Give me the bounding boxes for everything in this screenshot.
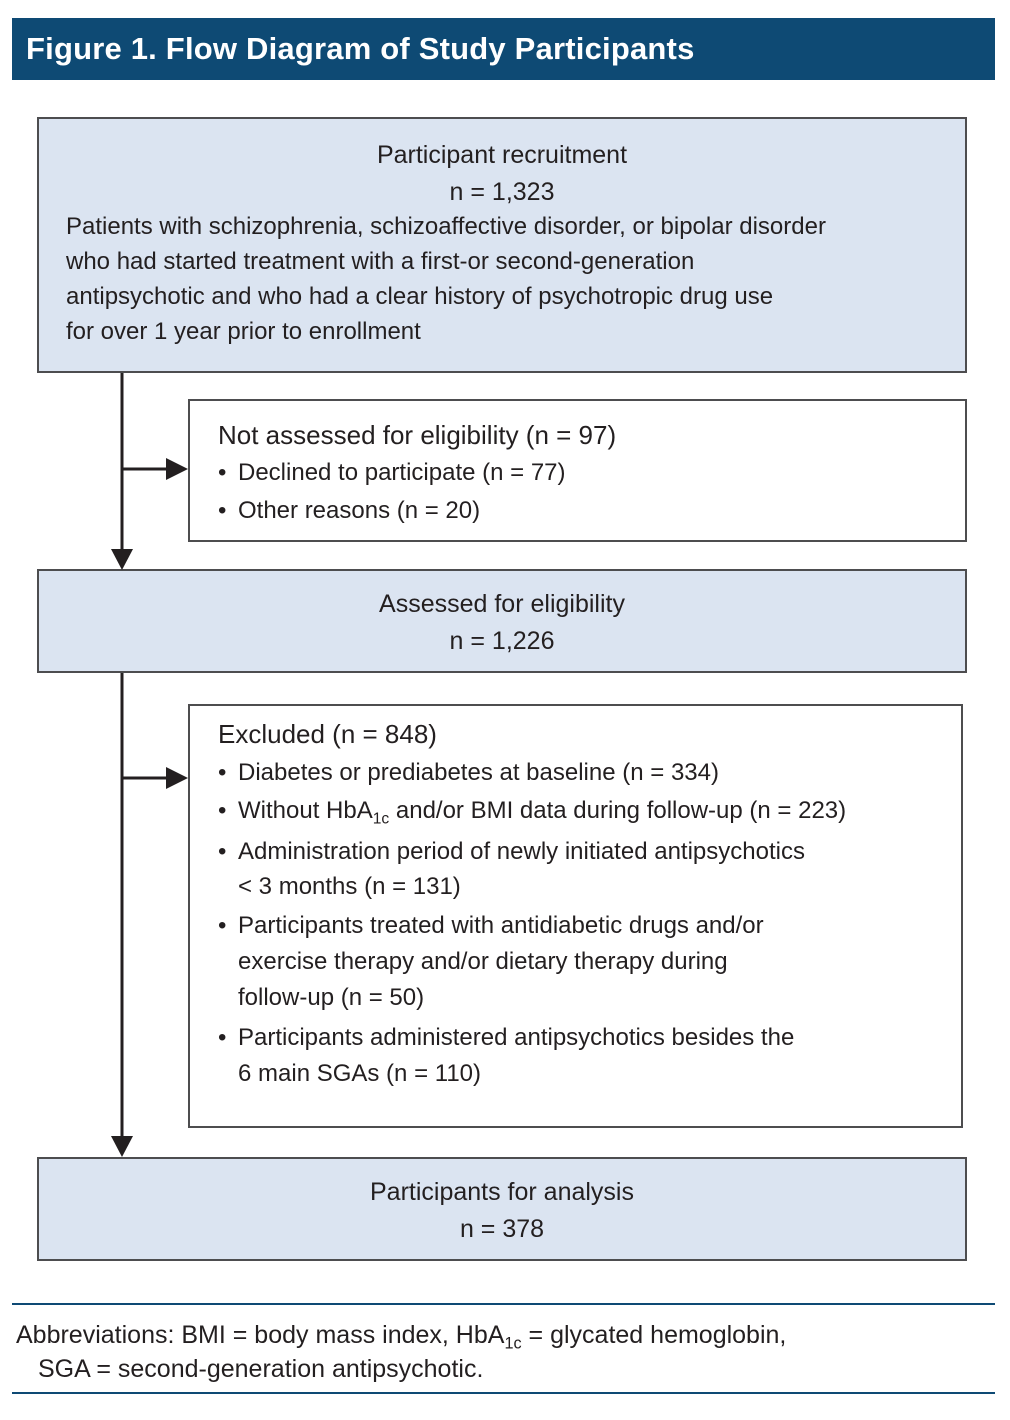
excluded-box: Excluded (n = 848) • Diabetes or prediabe… <box>188 704 963 1128</box>
footnote-text: Abbreviations: BMI = body mass index, Hb… <box>16 1321 505 1349</box>
excluded-item: • Participants administered antipsychotic… <box>218 1020 961 1092</box>
bullet-mark: • <box>218 912 227 939</box>
footnote-text: = glycated hemoglobin, <box>521 1321 787 1349</box>
not-assessed-item-text: Other reasons (n = 20) <box>238 497 481 524</box>
excluded-item-text: Administration period of newly initiated… <box>238 838 805 865</box>
excluded-item-text: Without HbA <box>238 797 373 824</box>
excluded-item: • Without HbA1c and/or BMI data during fo… <box>218 792 961 830</box>
footnote-line: Abbreviations: BMI = body mass index, Hb… <box>16 1318 991 1352</box>
excluded-item: • Diabetes or prediabetes at baseline (n … <box>218 754 961 792</box>
analysis-heading: Participants for analysis <box>369 1178 634 1206</box>
analysis-box: Participants for analysis n = 378 <box>37 1157 967 1261</box>
not-assessed-item: • Other reasons (n = 20) <box>218 492 965 530</box>
excluded-item-text: 6 main SGAs (n = 110) <box>238 1060 481 1087</box>
side-arrow-head-2 <box>166 767 188 789</box>
bullet-mark: • <box>218 459 227 486</box>
bullet-mark: • <box>218 497 227 524</box>
footnote: Abbreviations: BMI = body mass index, Hb… <box>16 1318 991 1386</box>
excluded-heading: Excluded (n = 848) <box>218 719 437 749</box>
excluded-item-text: < 3 months (n = 131) <box>238 873 461 900</box>
subscript-text: 1c <box>372 810 390 828</box>
excluded-item-text: follow-up (n = 50) <box>238 984 425 1011</box>
excluded-item-text: Participants administered antipsychotics… <box>238 1024 795 1051</box>
footnote-top-rule <box>12 1303 995 1305</box>
not-assessed-item-text: Declined to participate (n = 77) <box>238 459 566 486</box>
recruitment-box: Participant recruitment n = 1,323 Patien… <box>37 117 967 373</box>
assessed-box: Assessed for eligibility n = 1,226 <box>37 569 967 673</box>
figure-title: Figure 1. Flow Diagram of Study Particip… <box>12 18 995 80</box>
excluded-item-text: Diabetes or prediabetes at baseline (n =… <box>238 759 719 786</box>
bullet-mark: • <box>218 797 227 824</box>
excluded-item: • Administration period of newly initiate… <box>218 834 961 904</box>
recruitment-description-line: for over 1 year prior to enrollment <box>66 318 421 345</box>
main-arrow-head-2 <box>111 1136 133 1157</box>
recruitment-description-line: who had started treatment with a first-o… <box>66 248 695 275</box>
footnote-bottom-rule <box>12 1392 995 1394</box>
main-arrow-head-1 <box>111 549 133 570</box>
excluded-item-text: and/or BMI data during follow-up (n = 22… <box>389 797 847 824</box>
subscript-text: 1c <box>504 1334 522 1353</box>
recruitment-description-line: Patients with schizophrenia, schizoaffec… <box>66 213 826 240</box>
not-assessed-item: • Declined to participate (n = 77) <box>218 454 965 492</box>
excluded-item-text: exercise therapy and/or dietary therapy … <box>238 948 728 975</box>
recruitment-heading: Participant recruitment <box>376 141 628 169</box>
not-assessed-box: Not assessed for eligibility (n = 97) • D… <box>188 399 967 542</box>
side-arrow-head-1 <box>166 458 188 480</box>
assessed-heading: Assessed for eligibility <box>379 590 625 618</box>
assessed-count: n = 1,226 <box>449 627 555 655</box>
bullet-mark: • <box>218 1024 227 1051</box>
recruitment-count: n = 1,323 <box>449 178 555 206</box>
excluded-item-text: Participants treated with antidiabetic d… <box>238 912 764 939</box>
excluded-item: • Participants treated with antidiabetic … <box>218 908 961 1016</box>
bullet-mark: • <box>218 838 227 865</box>
not-assessed-heading: Not assessed for eligibility (n = 97) <box>218 420 617 450</box>
bullet-mark: • <box>218 759 227 786</box>
footnote-line: SGA = second-generation antipsychotic. <box>38 1355 484 1383</box>
analysis-count: n = 378 <box>459 1215 545 1243</box>
recruitment-description-line: antipsychotic and who had a clear histor… <box>66 283 774 310</box>
